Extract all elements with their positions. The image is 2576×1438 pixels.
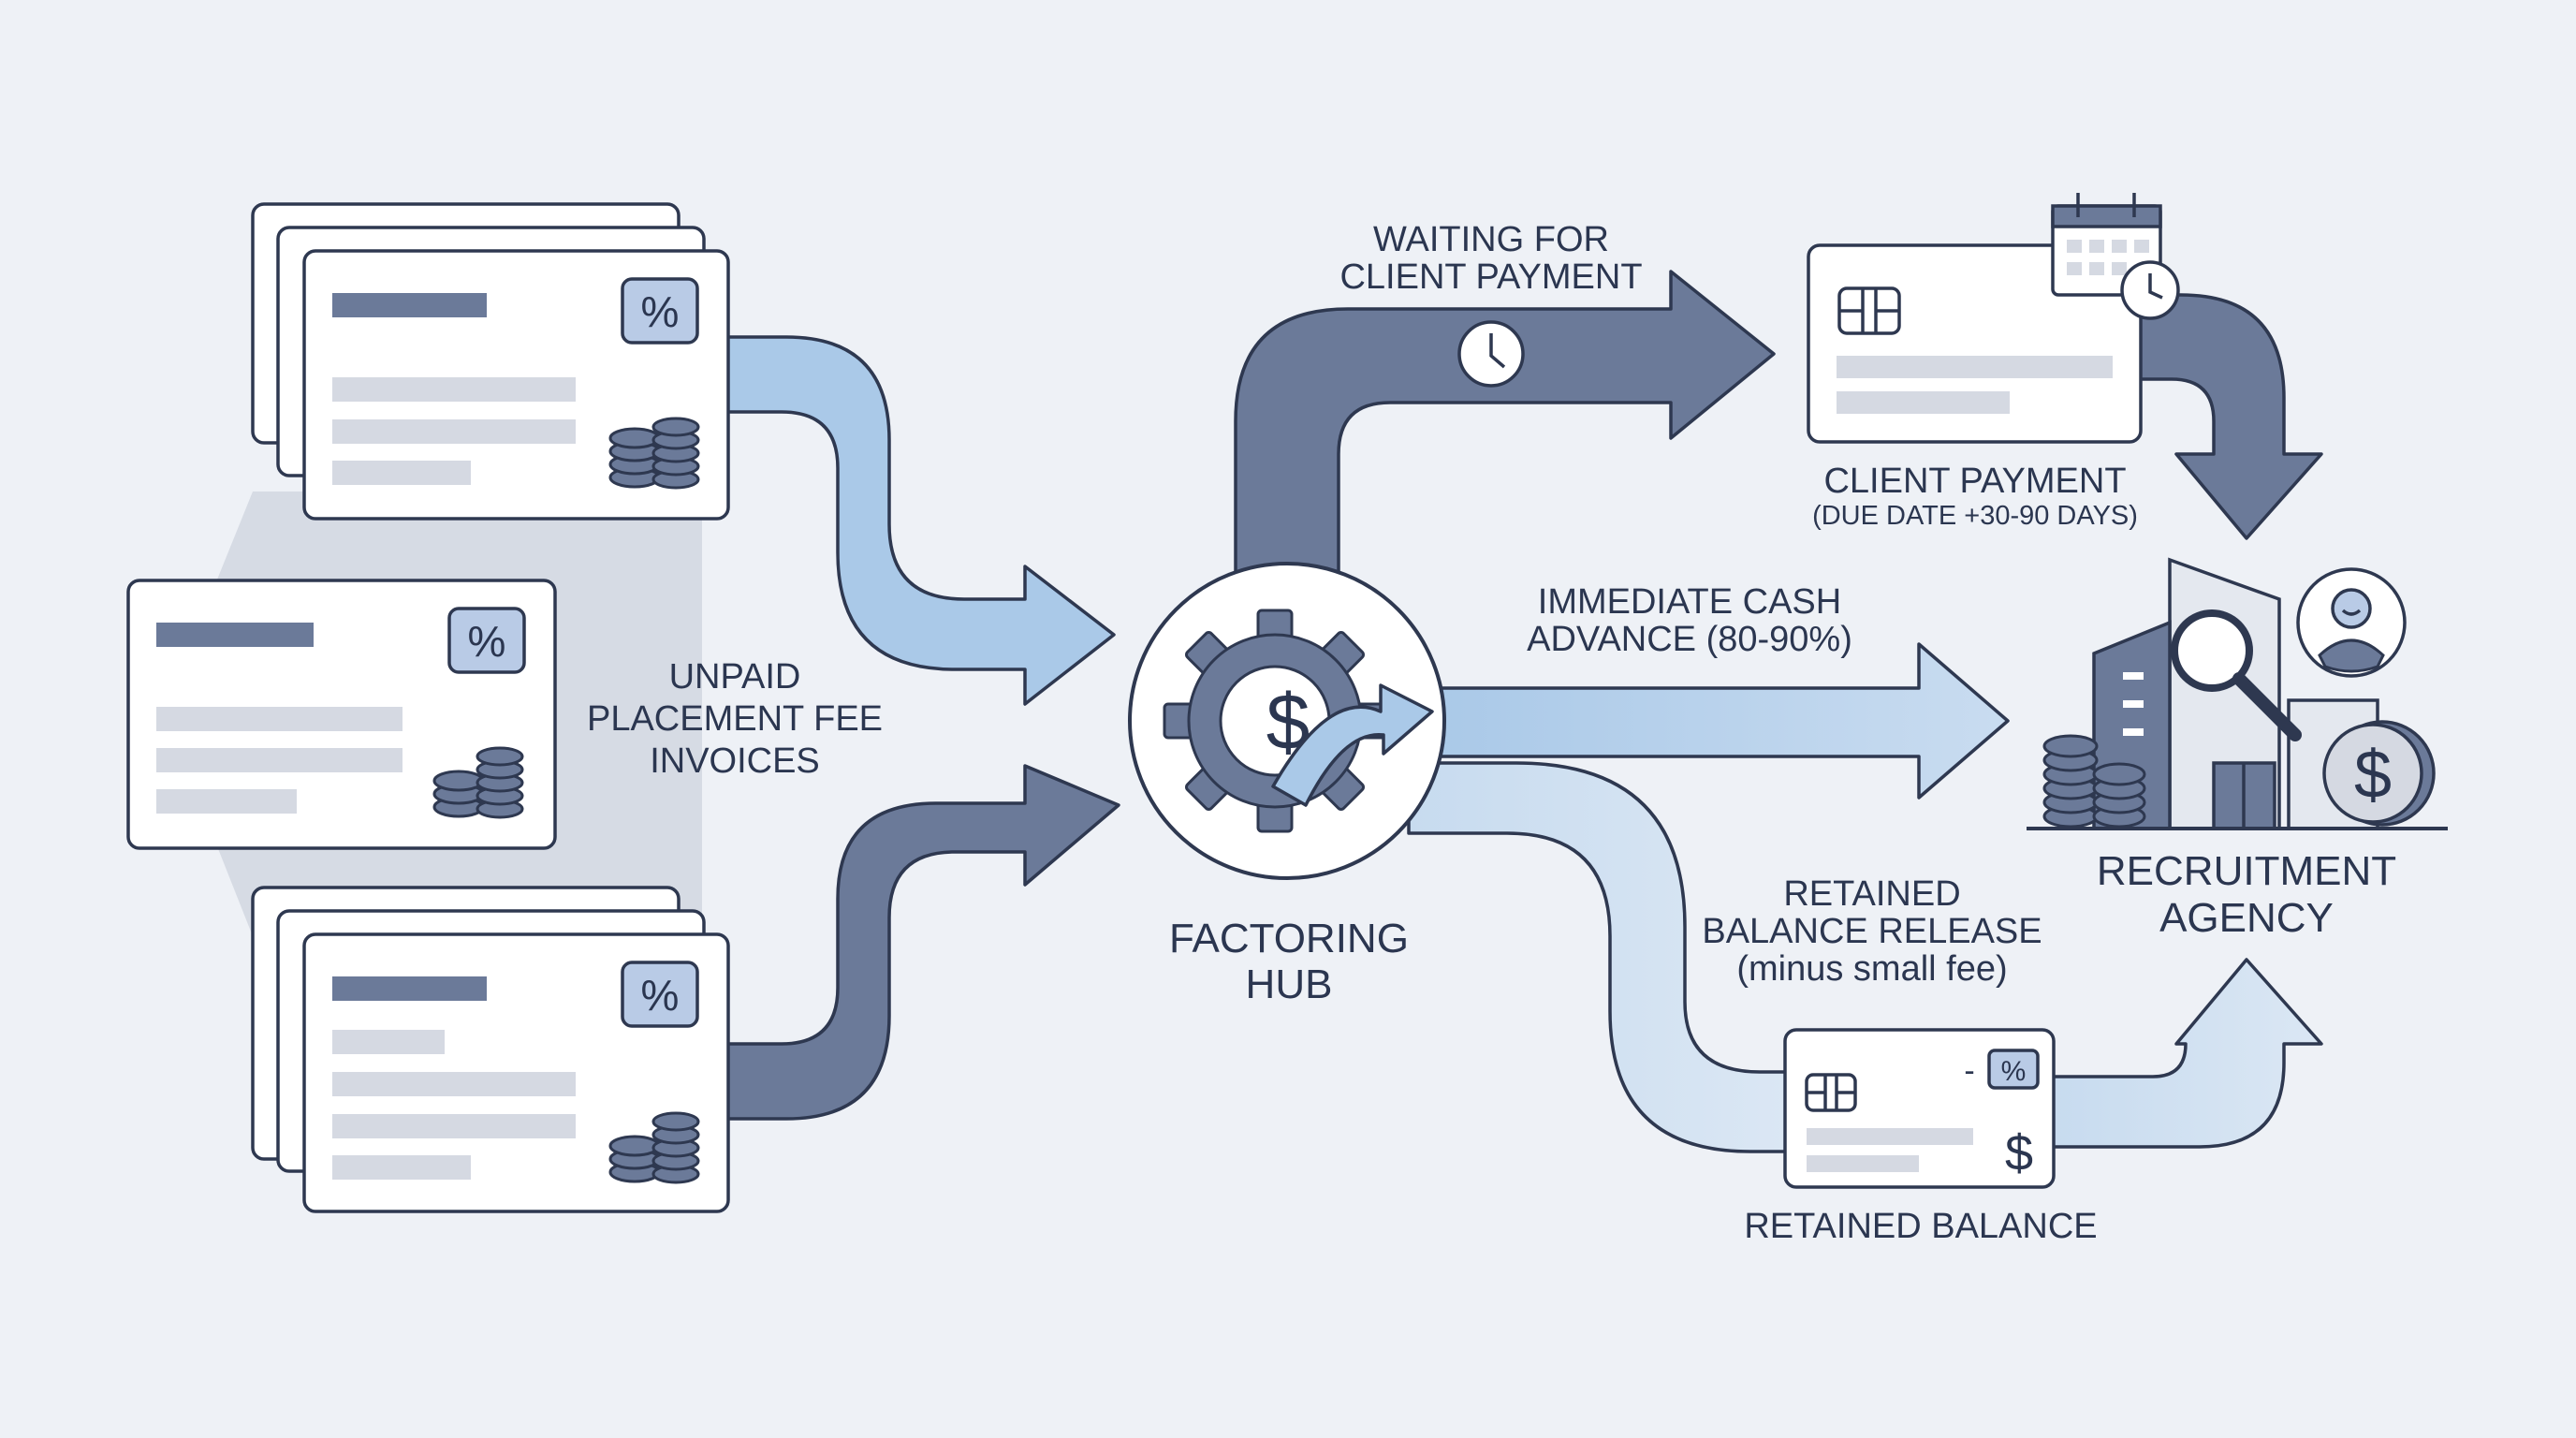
coin-stack-icon <box>432 746 524 819</box>
cash-advance-label-1: IMMEDIATE CASH <box>1538 582 1841 622</box>
svg-text:%: % <box>468 617 506 666</box>
minus-sign: - <box>1964 1053 1974 1089</box>
waiting-label-2: CLIENT PAYMENT <box>1339 257 1642 297</box>
magnifier-icon <box>2171 609 2302 741</box>
gear-icon <box>1163 609 1387 833</box>
unpaid-invoices-label-2: PLACEMENT FEE <box>587 699 883 739</box>
unpaid-invoices-label-3: INVOICES <box>650 741 820 781</box>
svg-text:%: % <box>641 971 680 1020</box>
recruitment-agency: $ <box>2027 557 2448 830</box>
arrow-hub-to-retained <box>1407 761 1790 1153</box>
clock-icon <box>2120 260 2180 320</box>
retained-release-label-2: BALANCE RELEASE <box>1702 912 2042 951</box>
retained-release-label-1: RETAINED <box>1783 874 1960 914</box>
hub-swoosh-arrow <box>1271 683 1434 807</box>
factoring-hub: $ <box>1128 562 1446 880</box>
unpaid-invoices-label-1: UNPAID <box>669 657 801 697</box>
arrow-cash-advance <box>1435 642 2010 800</box>
arrow-hub-to-client-payment <box>1234 270 1776 578</box>
percent-icon: % <box>621 277 699 345</box>
dollar-icon: $ <box>2005 1125 2033 1181</box>
coin-stack-icon <box>2042 734 2146 829</box>
client-payment-card <box>1807 193 2180 444</box>
invoice-stack-bottom: % <box>251 886 730 1213</box>
agency-label-2: AGENCY <box>2159 895 2334 941</box>
client-payment-terms: (DUE DATE +30-90 DAYS) <box>1812 501 2138 531</box>
cash-advance-label-2: ADVANCE (80-90%) <box>1527 620 1852 659</box>
person-icon <box>2296 567 2407 678</box>
factoring-hub-label-1: FACTORING <box>1169 916 1409 961</box>
coin-stack-icon <box>608 1111 700 1184</box>
invoice-title-bar <box>332 293 487 317</box>
arrow-retained-to-agency <box>2048 958 2323 1149</box>
svg-text:%: % <box>641 287 680 336</box>
percent-icon: % <box>447 607 526 674</box>
arrow-client-payment-to-agency <box>2137 293 2323 540</box>
invoice-card-middle: % <box>126 579 557 850</box>
client-payment-label: CLIENT PAYMENT <box>1823 462 2126 501</box>
arrow-invoices-bottom-to-hub <box>724 764 1120 1121</box>
chip-icon <box>1837 286 1901 335</box>
factoring-hub-label-2: HUB <box>1246 961 1333 1007</box>
dollar-coin-icon: $ <box>2322 720 2436 827</box>
percent-icon: % <box>621 961 699 1028</box>
coin-stack-icon <box>608 417 700 490</box>
retained-balance-label: RETAINED BALANCE <box>1744 1207 2097 1246</box>
invoice-stack-top: % <box>251 202 730 521</box>
percent-icon: % <box>1987 1049 2040 1090</box>
clock-icon <box>1457 320 1525 388</box>
svg-text:$: $ <box>2354 738 2392 813</box>
waiting-label-1: WAITING FOR <box>1373 220 1609 259</box>
chip-icon <box>1805 1073 1857 1112</box>
retained-balance-card: - % $ <box>1783 1028 2056 1189</box>
retained-release-label-3: (minus small fee) <box>1736 949 2007 989</box>
arrow-invoices-top-to-hub <box>724 335 1116 706</box>
svg-text:%: % <box>2001 1056 2027 1087</box>
agency-label-1: RECRUITMENT <box>2097 848 2396 894</box>
